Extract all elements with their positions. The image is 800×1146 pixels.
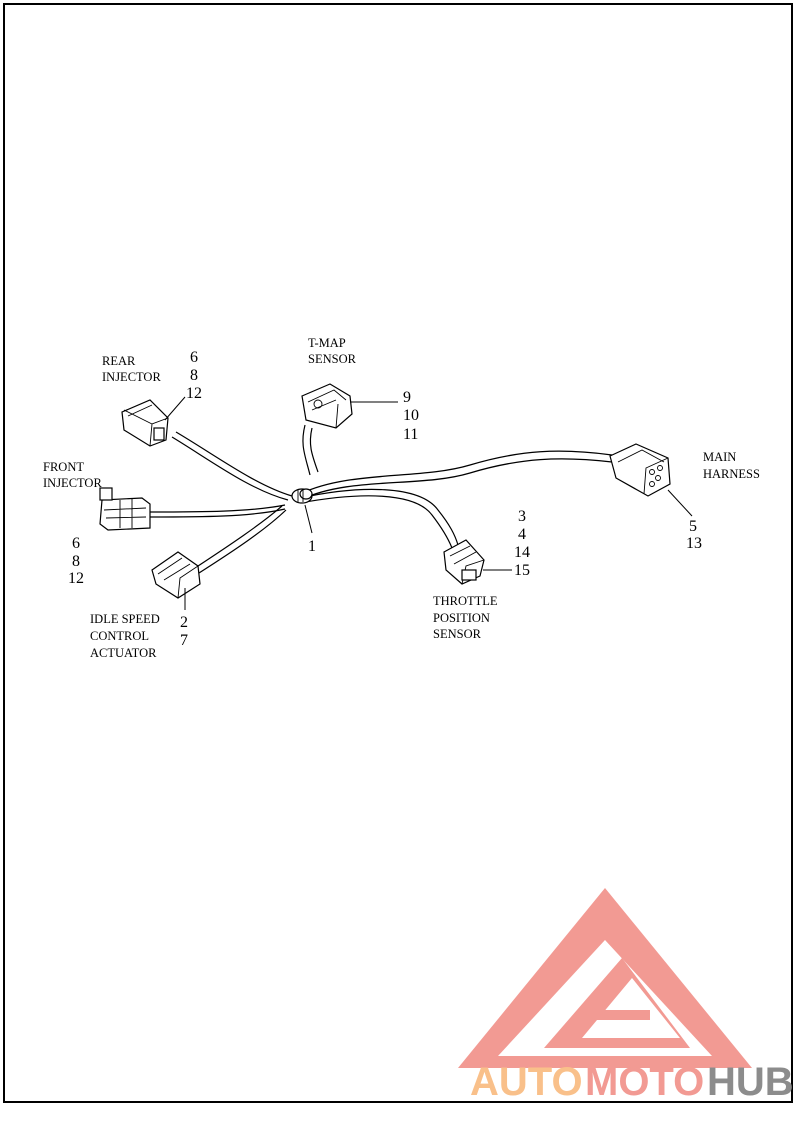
svg-text:11: 11	[403, 426, 418, 443]
label-front-injector: FRONT INJECTOR	[43, 460, 102, 490]
svg-text:12: 12	[68, 570, 84, 587]
callout-front-injector: 6 8 12	[68, 535, 84, 587]
watermark-moto: MOTO	[585, 1060, 704, 1104]
label-idle-speed: IDLE SPEED CONTROL ACTUATOR	[90, 612, 160, 660]
svg-text:SENSOR: SENSOR	[433, 627, 482, 641]
idle-speed-connector	[151, 551, 201, 599]
harness-wires	[149, 424, 613, 574]
watermark-hub: HUB	[707, 1060, 794, 1104]
front-injector-connector	[99, 487, 151, 531]
leader-lines	[164, 396, 693, 610]
svg-text:ACTUATOR: ACTUATOR	[90, 646, 157, 660]
rear-injector-connector	[121, 399, 169, 447]
t-map-sensor-connector	[301, 383, 353, 429]
harness-junction	[291, 488, 313, 504]
svg-text:12: 12	[186, 385, 202, 402]
svg-text:CONTROL: CONTROL	[90, 629, 149, 643]
svg-text:15: 15	[514, 562, 530, 579]
callout-t-map-sensor: 9 10 11	[403, 389, 419, 443]
svg-text:10: 10	[403, 407, 419, 424]
svg-text:3: 3	[518, 508, 526, 525]
watermark-auto: AUTO	[470, 1060, 583, 1104]
triangle-logo-icon	[458, 888, 752, 1068]
callout-harness: 1	[308, 538, 316, 555]
callout-main-harness: 5 13	[686, 518, 702, 552]
svg-text:6: 6	[72, 535, 80, 552]
svg-text:7: 7	[180, 632, 188, 649]
svg-text:14: 14	[514, 544, 530, 561]
svg-text:2: 2	[180, 614, 188, 631]
svg-text:8: 8	[190, 367, 198, 384]
callout-throttle-position: 3 4 14 15	[514, 508, 530, 579]
svg-text:T-MAP: T-MAP	[308, 336, 346, 350]
svg-text:MAIN: MAIN	[703, 450, 736, 464]
callout-rear-injector: 6 8 12	[186, 349, 202, 402]
label-main-harness: MAIN HARNESS	[703, 450, 760, 481]
svg-text:INJECTOR: INJECTOR	[43, 476, 102, 490]
svg-text:4: 4	[518, 526, 526, 543]
svg-text:FRONT: FRONT	[43, 460, 84, 474]
svg-text:8: 8	[72, 553, 80, 570]
svg-text:SENSOR: SENSOR	[308, 352, 357, 366]
throttle-position-connector	[443, 539, 485, 585]
svg-text:INJECTOR: INJECTOR	[102, 370, 161, 384]
svg-text:REAR: REAR	[102, 354, 136, 368]
svg-text:POSITION: POSITION	[433, 611, 490, 625]
svg-text:6: 6	[190, 349, 198, 366]
svg-text:5: 5	[689, 518, 697, 535]
svg-text:1: 1	[308, 538, 316, 555]
svg-text:13: 13	[686, 535, 702, 552]
svg-text:THROTTLE: THROTTLE	[433, 594, 498, 608]
page-frame	[3, 3, 793, 1103]
svg-text:HARNESS: HARNESS	[703, 467, 760, 481]
svg-text:9: 9	[403, 389, 411, 406]
label-t-map-sensor: T-MAP SENSOR	[308, 336, 357, 366]
label-throttle-position: THROTTLE POSITION SENSOR	[433, 594, 498, 641]
callout-idle-speed: 2 7	[180, 614, 188, 649]
main-harness-connector	[609, 443, 671, 497]
label-rear-injector: REAR INJECTOR	[102, 354, 161, 384]
svg-text:IDLE SPEED: IDLE SPEED	[90, 612, 160, 626]
